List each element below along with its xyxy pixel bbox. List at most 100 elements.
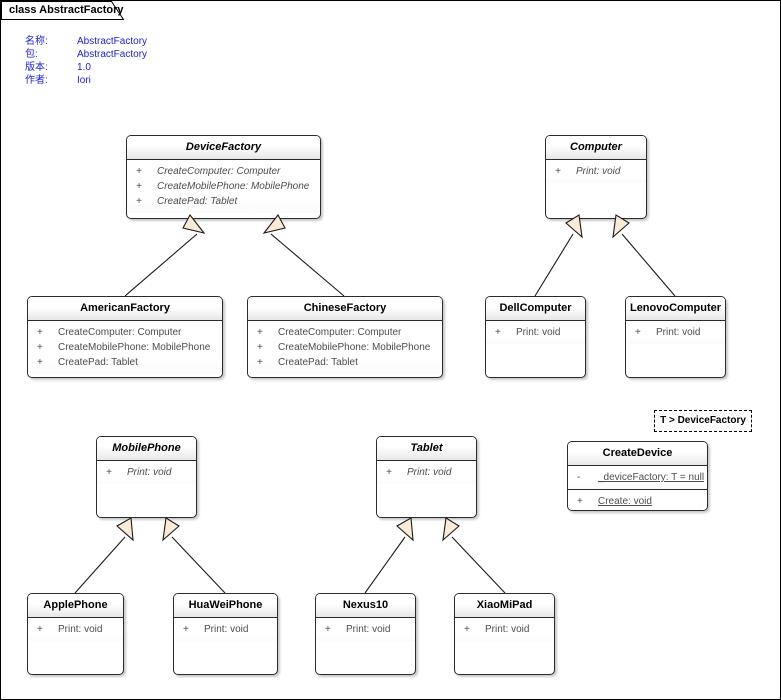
visibility-marker: + (183, 624, 189, 635)
member-row: + Print: void (626, 325, 725, 340)
class-name-mobilephone: MobilePhone (97, 437, 196, 461)
generalization-xiaomipad-tablet (442, 517, 506, 594)
class-name-lenovocomputer: LenovoComputer (626, 297, 725, 321)
class-box-xiaomipad[interactable]: XiaoMiPad + Print: void (454, 593, 555, 675)
member-row: + CreateComputer: Computer (127, 164, 320, 179)
visibility-marker: + (464, 624, 470, 635)
visibility-marker: + (577, 496, 583, 507)
member-label: CreateComputer: Computer (157, 166, 281, 177)
operations-compartment-applephone: + Print: void (28, 618, 123, 641)
member-label: Print: void (485, 624, 530, 635)
operations-compartment-nexus10: + Print: void (316, 618, 415, 641)
generalization-lenovocomputer-computer (612, 214, 676, 297)
generalization-applephone-mobilephone (74, 517, 134, 594)
class-box-computer[interactable]: Computer + Print: void (545, 135, 647, 219)
class-name-tablet: Tablet (377, 437, 476, 461)
class-box-dellcomputer[interactable]: DellComputer + Print: void (485, 296, 586, 378)
meta-row-package: 包: AbstractFactory (25, 48, 147, 61)
class-box-nexus10[interactable]: Nexus10 + Print: void (315, 593, 416, 675)
member-label: Print: void (204, 624, 249, 635)
visibility-marker: + (495, 327, 501, 338)
template-parameter-box: T > DeviceFactory (654, 410, 752, 432)
visibility-marker: + (555, 166, 561, 177)
class-box-applephone[interactable]: ApplePhone + Print: void (27, 593, 124, 675)
operations-compartment-americanfactory: + CreateComputer: Computer + CreateMobil… (28, 321, 222, 374)
class-name-applephone: ApplePhone (28, 594, 123, 618)
member-label: CreateMobilePhone: MobilePhone (58, 342, 211, 353)
member-label: Print: void (407, 467, 452, 478)
meta-value-name: AbstractFactory (77, 36, 148, 47)
member-label: CreatePad: Tablet (278, 357, 358, 368)
operations-compartment-huaweiphone: + Print: void (174, 618, 277, 641)
diagram-meta-block: 名称:AbstractFactory 包: AbstractFactory 版本:… (25, 35, 147, 87)
visibility-marker: + (136, 181, 142, 192)
member-row: + CreateMobilePhone: MobilePhone (127, 179, 320, 194)
class-box-tablet[interactable]: Tablet + Print: void (376, 436, 477, 518)
member-row: + CreateMobilePhone: MobilePhone (28, 340, 222, 355)
member-label: CreateMobilePhone: MobilePhone (278, 342, 431, 353)
meta-row-author: 作者: Iori (25, 74, 147, 87)
meta-row-name: 名称:AbstractFactory (25, 35, 147, 48)
class-name-chinesefactory: ChineseFactory (248, 297, 442, 321)
meta-key-author: 作者: (25, 75, 48, 86)
class-name-huaweiphone: HuaWeiPhone (174, 594, 277, 618)
member-label: Print: void (58, 624, 103, 635)
member-row: + Print: void (174, 622, 277, 637)
class-box-mobilephone[interactable]: MobilePhone + Print: void (96, 436, 197, 518)
operations-compartment-chinesefactory: + CreateComputer: Computer + CreateMobil… (248, 321, 442, 374)
member-row: + CreateComputer: Computer (28, 325, 222, 340)
meta-value-version: 1.0 (77, 62, 91, 73)
member-label: Create: void (598, 496, 652, 507)
class-name-computer: Computer (546, 136, 646, 160)
generalization-chinesefactory-devicefactory (262, 213, 345, 297)
generalization-americanfactory-devicefactory (124, 213, 206, 297)
member-label: Print: void (127, 467, 172, 478)
member-row: + CreateMobilePhone: MobilePhone (248, 340, 442, 355)
visibility-marker: + (106, 467, 112, 478)
class-name-xiaomipad: XiaoMiPad (455, 594, 554, 618)
class-box-chinesefactory[interactable]: ChineseFactory + CreateComputer: Compute… (247, 296, 443, 378)
class-box-createdevice[interactable]: CreateDevice - _deviceFactory: T = null … (567, 441, 708, 511)
operations-compartment-devicefactory: + CreateComputer: Computer + CreateMobil… (127, 160, 320, 213)
meta-key-version: 版本: (25, 62, 48, 73)
member-row: + Print: void (28, 622, 123, 637)
operations-compartment-mobilephone: + Print: void (97, 461, 196, 484)
generalization-dellcomputer-computer (534, 214, 583, 297)
visibility-marker: + (325, 624, 331, 635)
member-label: Print: void (516, 327, 561, 338)
member-label: CreateComputer: Computer (58, 327, 182, 338)
class-box-devicefactory[interactable]: DeviceFactory + CreateComputer: Computer… (126, 135, 321, 219)
meta-row-version: 版本: 1.0 (25, 61, 147, 74)
member-row: + CreatePad: Tablet (127, 194, 320, 209)
member-row: + Print: void (377, 465, 476, 480)
operations-compartment-xiaomipad: + Print: void (455, 618, 554, 641)
visibility-marker: + (257, 357, 263, 368)
visibility-marker: + (136, 166, 142, 177)
meta-key-package: 包: (25, 49, 38, 60)
member-row: + Print: void (97, 465, 196, 480)
member-row: + CreatePad: Tablet (28, 355, 222, 370)
visibility-marker: + (257, 342, 263, 353)
attributes-compartment-createdevice: - _deviceFactory: T = null (568, 466, 707, 489)
class-name-americanfactory: AmericanFactory (28, 297, 222, 321)
frame-tab-label: class AbstractFactory (9, 4, 124, 16)
operations-compartment-computer: + Print: void (546, 160, 646, 183)
visibility-marker: + (635, 327, 641, 338)
member-label: CreateComputer: Computer (278, 327, 402, 338)
operations-compartment-dellcomputer: + Print: void (486, 321, 585, 344)
meta-value-author: Iori (77, 75, 91, 86)
member-label: Print: void (576, 166, 621, 177)
diagram-frame-tab[interactable]: class AbstractFactory (1, 1, 124, 20)
operations-compartment-lenovocomputer: + Print: void (626, 321, 725, 344)
visibility-marker: + (386, 467, 392, 478)
visibility-marker: + (37, 327, 43, 338)
member-label: Print: void (346, 624, 391, 635)
member-label: CreateMobilePhone: MobilePhone (157, 181, 310, 192)
class-box-huaweiphone[interactable]: HuaWeiPhone + Print: void (173, 593, 278, 675)
meta-value-package: AbstractFactory (77, 49, 148, 60)
visibility-marker: + (37, 342, 43, 353)
class-box-americanfactory[interactable]: AmericanFactory + CreateComputer: Comput… (27, 296, 223, 378)
class-name-dellcomputer: DellComputer (486, 297, 585, 321)
class-box-lenovocomputer[interactable]: LenovoComputer + Print: void (625, 296, 726, 378)
